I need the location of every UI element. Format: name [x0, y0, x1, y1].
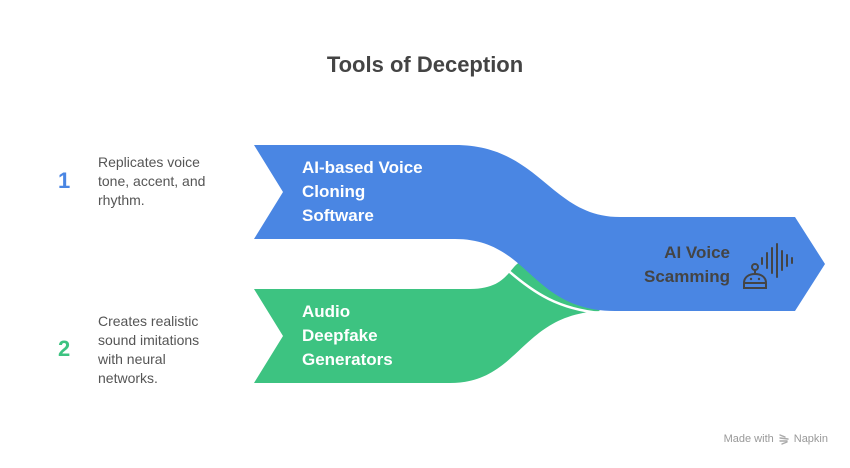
label-line: AI-based Voice — [302, 158, 423, 177]
description-line: Creates realistic — [98, 313, 199, 329]
label-line: Generators — [302, 350, 393, 369]
label-line: Audio — [302, 302, 351, 321]
band-separator — [502, 265, 601, 315]
label-line: AI Voice — [664, 243, 730, 262]
diagram-title: Tools of Deception — [326, 52, 524, 77]
output-label-ai-voice-scamming: AI Voice Scamming — [600, 241, 730, 289]
label-line: Deepfake — [302, 326, 378, 345]
description-line: tone, accent, and — [98, 173, 206, 189]
input-label-voice-cloning: AI-based Voice Cloning Software — [302, 156, 423, 228]
footer-prefix: Made with — [723, 433, 774, 445]
label-line: Scamming — [644, 267, 730, 286]
input-label-audio-deepfake: Audio Deepfake Generators — [302, 300, 393, 372]
step-number-1: 1 — [58, 168, 71, 193]
description-line: networks. — [98, 370, 158, 386]
description-line: Replicates voice — [98, 154, 200, 170]
footer-brand: Napkin — [793, 433, 828, 445]
label-line: Software — [302, 206, 374, 225]
robot-voice-icon — [743, 243, 793, 289]
description-line: rhythm. — [98, 192, 145, 208]
description-line: with neural — [98, 351, 166, 367]
step-description-2: Creates realistic sound imitations with … — [98, 312, 248, 388]
step-description-1: Replicates voice tone, accent, and rhyth… — [98, 153, 248, 210]
green-band — [254, 259, 600, 383]
description-line: sound imitations — [98, 332, 200, 348]
step-number-2: 2 — [58, 336, 71, 361]
footer-attribution: Made with Napkin — [724, 433, 828, 445]
napkin-logo-icon — [779, 434, 789, 445]
blue-band — [254, 145, 825, 311]
label-line: Cloning — [302, 182, 366, 201]
